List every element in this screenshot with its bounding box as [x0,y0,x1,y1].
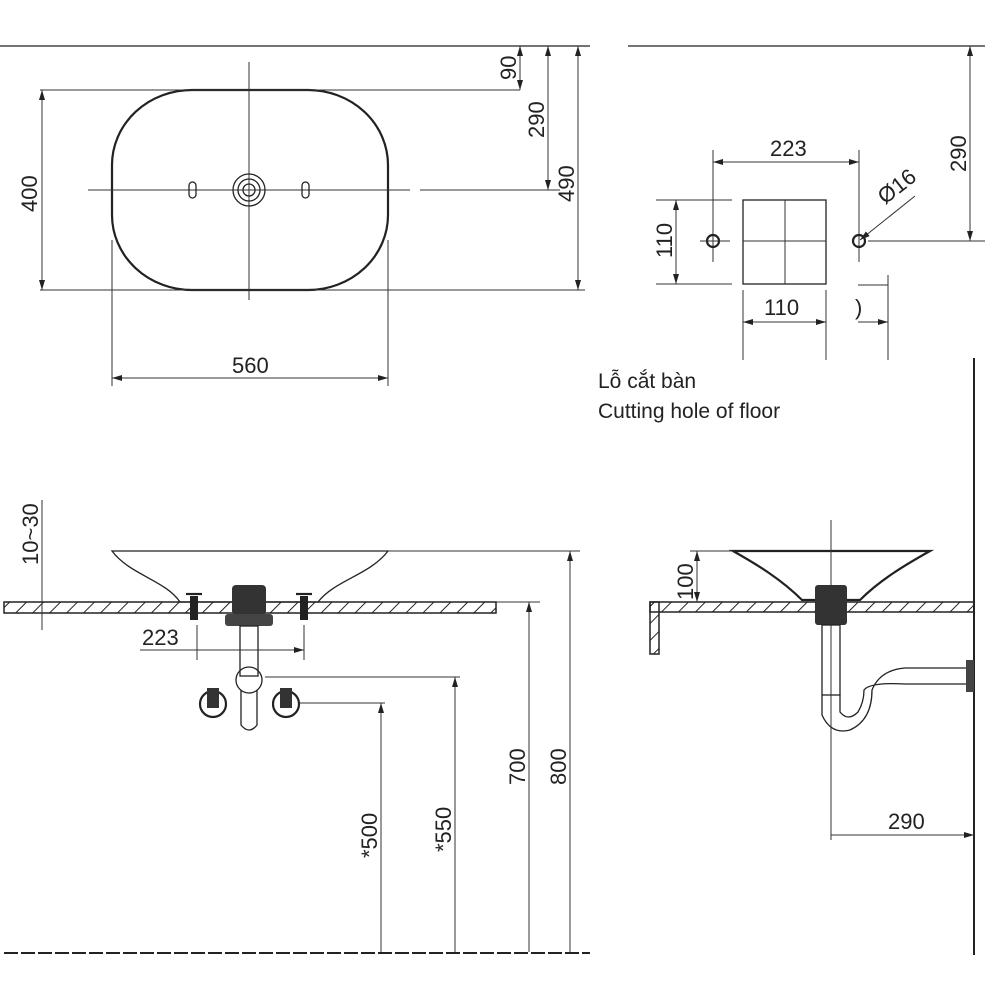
side-view: 100 290 [649,358,975,955]
top-view: 90 290 490 400 560 [0,45,590,386]
dim-290: 290 [524,101,549,138]
dim-290-side: 290 [888,809,925,834]
mounting-bolt-right [296,592,312,620]
drain-icon [232,173,266,207]
basin-side-profile [728,549,935,602]
cutting-hole-view: 290 223 Ø16 110 110 ) Lỗ cắt bàn Cutting… [598,45,985,423]
caption-vietnamese: Lỗ cắt bàn [598,370,696,393]
dim-partial: ) [855,295,862,320]
mounting-bolt-left [186,592,202,620]
dim-560: 560 [232,353,269,378]
dim-223: 223 [770,136,807,161]
dim-110-horizontal: 110 [764,295,799,320]
front-view: 10~30 223 *500 [3,500,590,954]
dim-290-top: 290 [946,135,971,172]
dim-223-front: 223 [142,625,179,650]
dim-110-vertical: 110 [652,223,677,258]
siphon-trap [815,585,974,732]
faucet-hole-right [301,181,310,199]
valve-left [198,688,228,719]
faucet-hole-left [188,181,197,199]
dim-10-30: 10~30 [18,503,43,565]
dim-dia16: Ø16 [873,164,921,209]
dim-400: 400 [17,175,42,212]
hole-right [851,233,867,249]
dim-90: 90 [496,56,521,80]
dim-700: 700 [505,748,530,785]
countertop-side [649,601,975,613]
drain-assembly [225,585,273,731]
caption-english: Cutting hole of floor [598,400,780,423]
dim-490: 490 [554,165,579,202]
dim-500: *500 [357,813,382,858]
dim-800: 800 [546,748,571,785]
dim-100: 100 [673,563,698,600]
valve-right [271,688,301,719]
dim-550: *550 [431,807,456,852]
